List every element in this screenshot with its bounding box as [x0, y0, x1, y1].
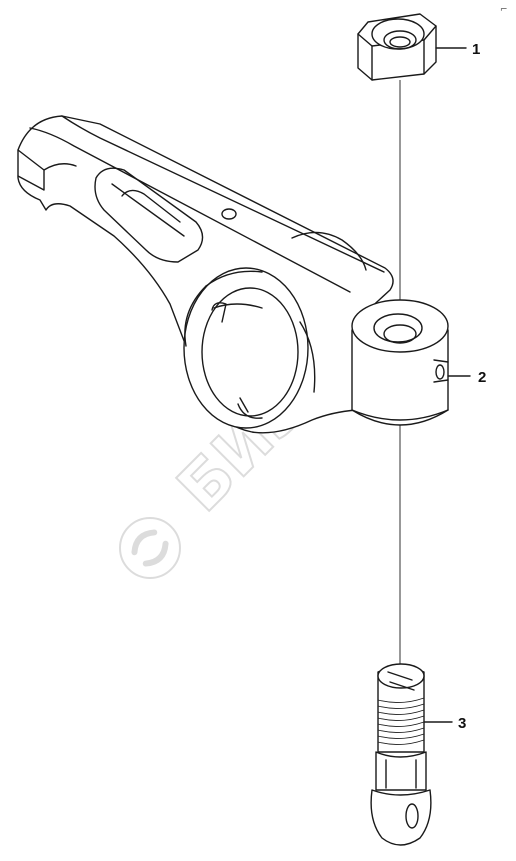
rocker-arm: [17, 115, 394, 434]
callout-1: 1: [472, 41, 480, 58]
adjusting-screw: [370, 663, 432, 846]
corner-mark: ⌐: [500, 5, 508, 15]
adjuster-barrel: [351, 299, 449, 426]
screw-threads: [377, 697, 425, 745]
callout-2: 2: [478, 369, 486, 386]
callout-3: 3: [458, 715, 466, 732]
hex-nut: [357, 13, 437, 81]
oil-hole: [221, 208, 237, 220]
